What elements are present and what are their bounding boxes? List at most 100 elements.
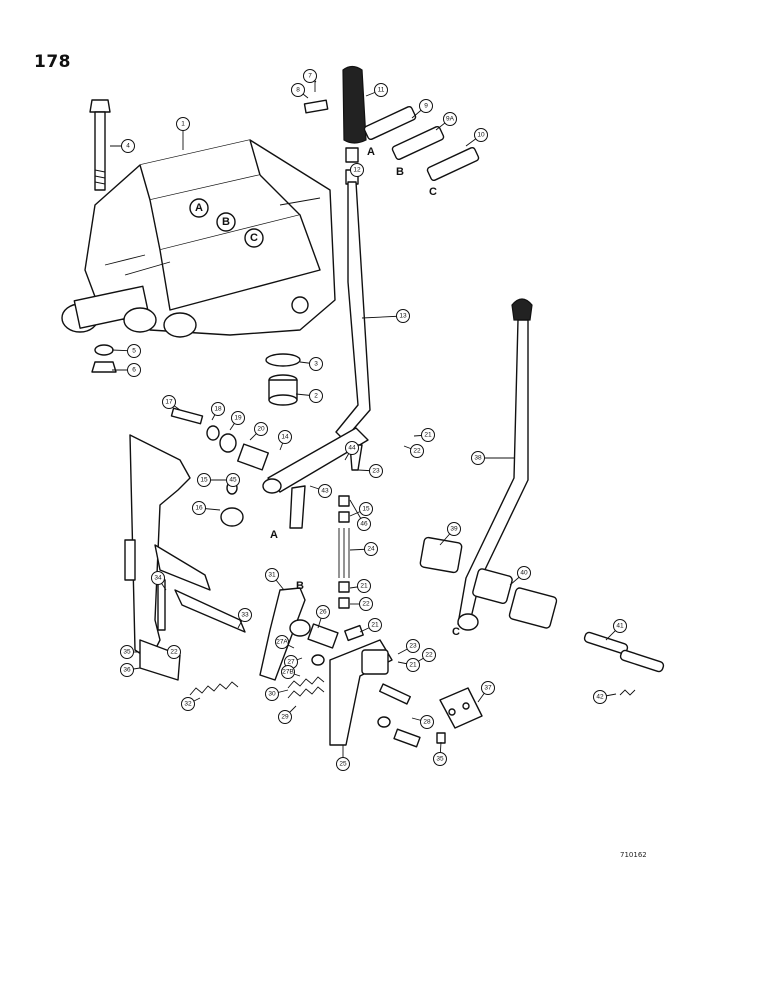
callout-bubble — [121, 139, 135, 153]
callout-number: 34 — [154, 575, 162, 582]
callout-number: 3 — [314, 361, 318, 368]
lever-32-drawing — [259, 587, 311, 681]
callout-number: 15 — [200, 477, 208, 484]
callout-bubble — [359, 502, 373, 516]
callout-bubble — [336, 757, 350, 771]
callout-bubble — [238, 608, 252, 622]
callout-bubble — [443, 112, 457, 126]
callout-bubble — [226, 473, 240, 487]
callout-bubble — [176, 117, 190, 131]
callout-bubble — [345, 441, 359, 455]
callout-number: 12 — [353, 167, 361, 174]
callout-bubble — [364, 542, 378, 556]
callout-number: 45 — [229, 477, 237, 484]
callout-number: 22 — [425, 652, 433, 659]
callout-number: 22 — [362, 601, 370, 608]
callout-number: 15 — [362, 506, 370, 513]
link-plate-label: C — [429, 186, 437, 198]
callout-bubble — [357, 579, 371, 593]
callout-bubble — [167, 645, 181, 659]
callout-number: 21 — [409, 662, 417, 669]
callout-number: 21 — [424, 432, 432, 439]
callout-number: 38 — [474, 455, 482, 462]
page-number: 178 — [34, 52, 71, 72]
callout-bubble — [357, 517, 371, 531]
drawing-code: 710162 — [620, 851, 647, 859]
callout-number: 39 — [450, 526, 458, 533]
frame-bracket-drawing — [124, 434, 246, 681]
callout-bubble — [316, 605, 330, 619]
callout-number: 40 — [520, 570, 528, 577]
bracket-25-drawing — [329, 639, 421, 748]
callout-number: 14 — [281, 434, 289, 441]
oring-plug-drawing — [265, 353, 301, 406]
callout-number: 43 — [321, 488, 329, 495]
callout-number: 28 — [423, 719, 431, 726]
callout-bubble — [422, 648, 436, 662]
callout-number: 27 — [287, 659, 295, 666]
control-valve-drawing — [61, 139, 336, 338]
callout-bubble — [474, 128, 488, 142]
callout-bubble — [254, 422, 268, 436]
bolt-4-drawing — [89, 99, 111, 191]
callout-number: 16 — [195, 505, 203, 512]
link-plate-label: B — [396, 166, 404, 178]
callout-bubble — [265, 568, 279, 582]
callout-number: 11 — [378, 87, 385, 94]
callout-number: 23 — [372, 468, 380, 475]
callout-number: 10 — [477, 132, 485, 139]
callout-bubble — [278, 710, 292, 724]
detent-39-drawing — [436, 687, 483, 744]
lever-position-label: C — [452, 626, 460, 638]
callout-bubble — [309, 389, 323, 403]
callout-bubble — [369, 464, 383, 478]
valve-section-label: B — [222, 216, 230, 228]
callout-number: 25 — [339, 761, 347, 768]
callout-number: 21 — [371, 622, 379, 629]
pivot-parts-drawing — [170, 407, 269, 527]
callout-number: 31 — [268, 572, 276, 579]
callout-bubble — [120, 645, 134, 659]
callout-number: 23 — [409, 643, 417, 650]
callout-bubble — [162, 395, 176, 409]
callout-bubble — [197, 473, 211, 487]
callout-number: 41 — [616, 623, 624, 630]
callout-bubble — [265, 687, 279, 701]
callout-number: 44 — [348, 445, 356, 452]
callout-number: 36 — [123, 667, 131, 674]
callout-number: 42 — [596, 694, 604, 701]
callout-number: 20 — [257, 426, 265, 433]
callout-bubble — [420, 715, 434, 729]
callout-bubble — [192, 501, 206, 515]
callout-number: 29 — [281, 714, 289, 721]
callout-bubble — [303, 69, 317, 83]
callout-bubble — [211, 402, 225, 416]
callout-number: 22 — [170, 649, 178, 656]
link-plate-label: A — [367, 146, 375, 158]
callout-number: 24 — [367, 546, 375, 553]
callout-number: 37 — [484, 685, 492, 692]
callout-bubble — [613, 619, 627, 633]
callout-bubble — [447, 522, 461, 536]
callout-number: 8 — [296, 87, 300, 94]
callout-bubble — [481, 681, 495, 695]
callout-number: 1 — [181, 121, 185, 128]
valve-section-label: A — [195, 202, 203, 214]
callout-number: 21 — [360, 583, 368, 590]
callout-bubble — [433, 752, 447, 766]
callout-number: 4 — [126, 143, 130, 150]
callout-bubble — [127, 344, 141, 358]
callout-bubble — [471, 451, 485, 465]
callout-bubble — [318, 484, 332, 498]
callout-bubble — [374, 83, 388, 97]
callout-number: 22 — [413, 448, 421, 455]
callout-bubble — [406, 639, 420, 653]
callout-number: 27B — [282, 669, 294, 676]
valve-section-label: C — [250, 232, 258, 244]
callout-bubble — [350, 163, 364, 177]
callout-number: 35 — [436, 756, 444, 763]
callout-bubble — [181, 697, 195, 711]
rod-24-drawing — [338, 495, 364, 642]
callout-number: 17 — [165, 399, 173, 406]
